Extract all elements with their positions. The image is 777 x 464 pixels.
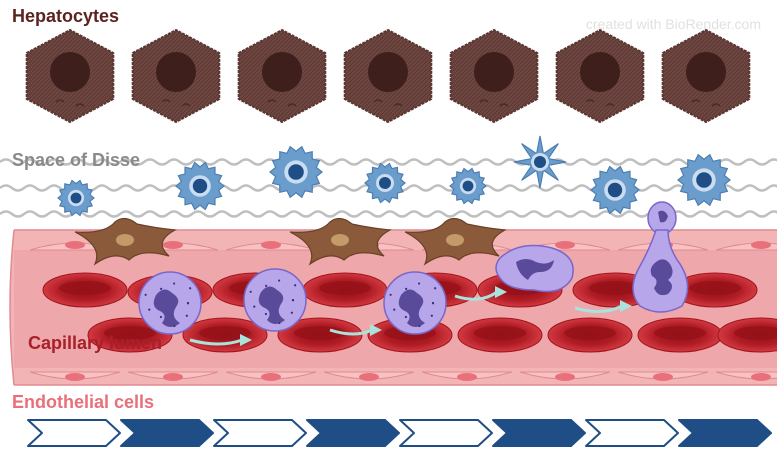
red-blood-cell-icon	[457, 317, 543, 353]
chevron-arrow-icon	[585, 419, 679, 447]
space-of-disse-label: Space of Disse	[12, 150, 141, 170]
hepatocyte-cell-icon	[555, 29, 645, 123]
endothelial-cell	[715, 371, 777, 381]
migration-arrow-icon	[329, 324, 382, 336]
endothelial-cells-bottom	[29, 371, 777, 381]
kupffer-cell-icon	[513, 135, 567, 189]
stellate-cell-icon	[289, 217, 392, 266]
kupffer-cell-icon	[364, 162, 406, 204]
red-blood-cell-icon	[277, 317, 363, 353]
capillary-lumen-label: Capillary lumen	[28, 333, 163, 353]
endothelial-cell	[617, 371, 709, 381]
stellate-cells	[74, 217, 507, 266]
chevron-arrow-icon	[678, 419, 772, 447]
migration-arrow-icon	[454, 286, 507, 301]
kupffer-cell-icon	[449, 167, 487, 205]
hepatocyte-cell-icon	[25, 29, 115, 123]
hepatocytes-row	[25, 29, 751, 123]
kupffer-cell-icon	[677, 153, 731, 207]
leukocyte-icon	[243, 268, 307, 332]
hepatocytes-label: Hepatocytes	[12, 6, 120, 26]
red-blood-cells	[42, 272, 777, 353]
hepatocyte-cell-icon	[131, 29, 221, 123]
disse-wave-line	[0, 158, 777, 166]
chevron-arrow-icon	[27, 419, 121, 447]
migration-arrow-icon	[189, 334, 252, 346]
endothelial-cells-label: Endothelial cells	[12, 392, 155, 412]
hepatocyte-cell-icon	[343, 29, 433, 123]
vessel-left-cap	[9, 229, 15, 386]
leukocytes	[138, 201, 689, 335]
kupffer-cell-icon	[175, 161, 225, 211]
endothelial-cells-top	[29, 241, 777, 251]
hepatocyte-cell-icon	[237, 29, 327, 123]
red-blood-cell-icon	[42, 272, 128, 308]
kupffer-cells	[57, 135, 731, 217]
kupffer-cell-icon	[269, 145, 323, 199]
chevron-arrow-icon	[120, 419, 214, 447]
red-blood-cell-icon	[302, 272, 388, 308]
red-blood-cell-icon	[717, 317, 777, 353]
red-blood-cell-icon	[547, 317, 633, 353]
stellate-cell-icon	[74, 217, 177, 266]
endothelial-cell	[519, 371, 611, 381]
chevron-arrow-icon	[399, 419, 493, 447]
biorender-watermark: created with BioRender.com	[585, 16, 761, 32]
endothelial-cell	[323, 371, 415, 381]
leukocyte-icon	[383, 271, 447, 335]
chevron-arrow-row	[27, 419, 772, 447]
hepatocyte-cell-icon	[449, 29, 539, 123]
kupffer-cell-icon	[590, 165, 640, 215]
red-blood-cell-icon	[637, 317, 723, 353]
hepatocyte-cell-icon	[661, 29, 751, 123]
endothelial-cell	[127, 371, 219, 381]
kupffer-cell-icon	[57, 179, 95, 217]
stellate-cell-icon	[404, 217, 507, 266]
chevron-arrow-icon	[492, 419, 586, 447]
endothelial-cell	[225, 371, 317, 381]
chevron-arrow-icon	[306, 419, 400, 447]
endothelial-cell	[29, 371, 121, 381]
endothelial-cell	[715, 241, 777, 251]
migration-arrows	[189, 286, 632, 346]
red-blood-cell-icon	[672, 272, 758, 308]
leukocyte-icon	[632, 201, 689, 313]
chevron-arrow-icon	[213, 419, 307, 447]
endothelial-cell	[421, 371, 513, 381]
leukocyte-icon	[495, 244, 574, 293]
leukocyte-icon	[138, 271, 202, 335]
migration-arrow-icon	[574, 300, 632, 313]
